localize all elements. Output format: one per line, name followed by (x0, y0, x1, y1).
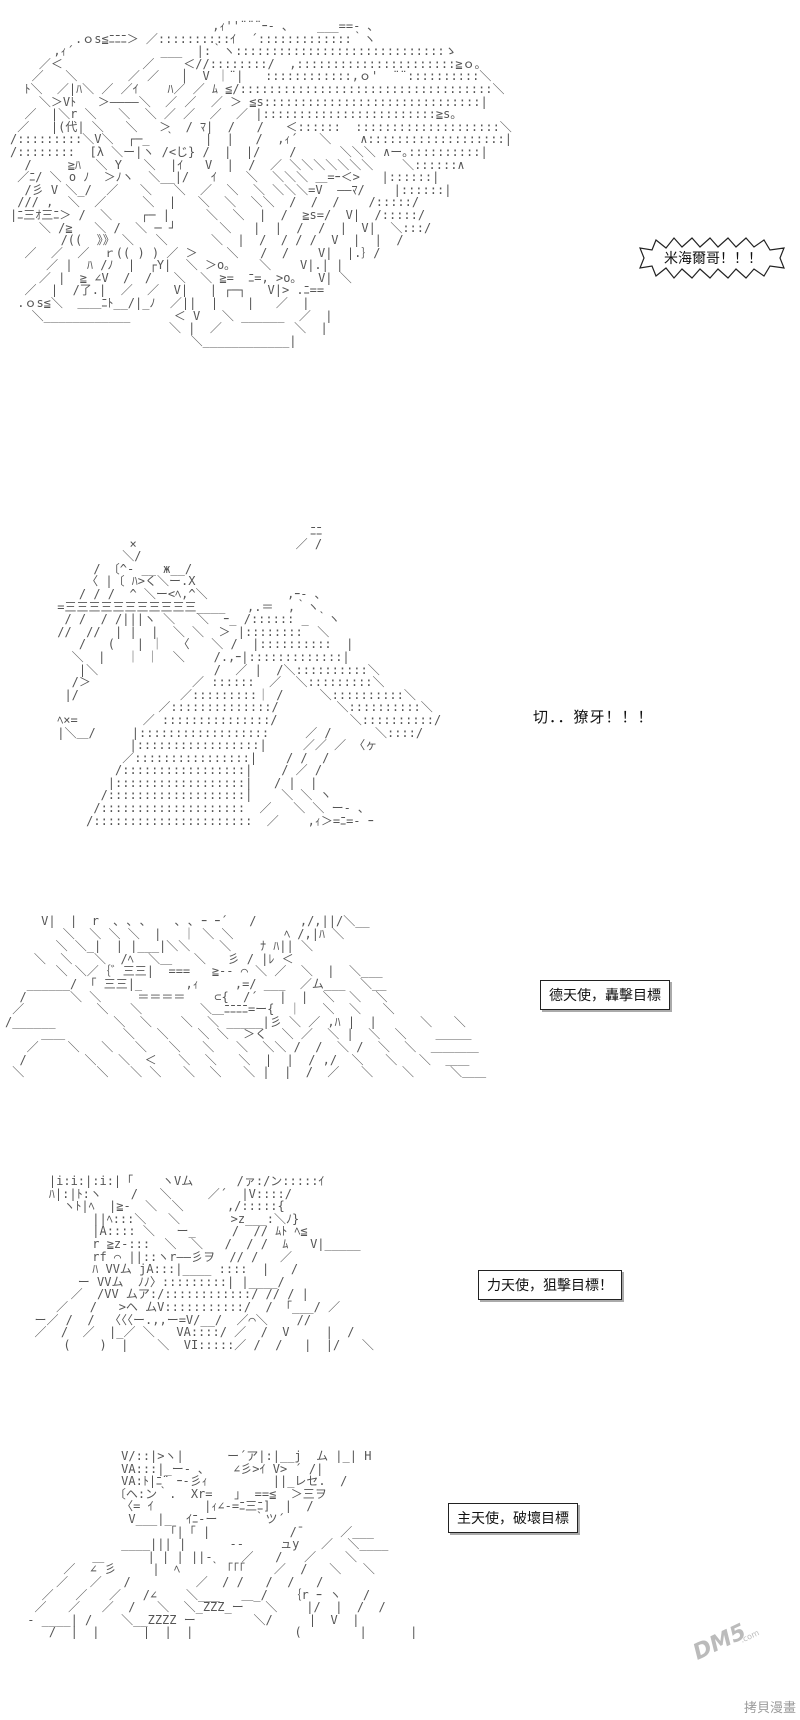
watermark: DM5 .com 拷貝漫畫 (686, 1619, 796, 1716)
spiky-bubble-outline (639, 237, 785, 279)
ascii-art-panel-4: |i:i:|:i:|「 ヽVム /ァ:/ン:::::ｲ ﾊ|:|ﾄ:ヽ / ＼ … (34, 1174, 374, 1352)
ascii-art-panel-1: ,ｨ''¨¨¨ｰ‐ ､ ___==- ､ .ｏs≦ﾆﾆﾆ＞ ／:::::::::… (10, 19, 512, 348)
watermark-site-name: 拷貝漫畫 (743, 1701, 796, 1716)
ascii-art-panel-3: V| | r ､ ､ ､ ､ ､ ｰ ｰ´ / ,/,||/＼__ ＼ ＼ ＼ … (5, 914, 487, 1080)
speech-bubble-text: 米海爾哥！！！ (664, 251, 762, 267)
caption-box-virtues: 德天使，轟擊目標 (540, 980, 670, 1010)
speech-bubble-spiky: 米海爾哥！！！ (638, 236, 788, 280)
ascii-art-panel-5: V/::|>ヽ| ー´ア|:|__j ム |_| H VA:::|_ー‐ ､ ∠… (27, 1449, 418, 1640)
caption-box-dominions: 主天使，破壞目標 (448, 1503, 578, 1533)
ascii-art-panel-2: ﾆﾆ × ／ / ＼/ / 〔^‐ __ ж__/ 〈 |〔 ﾊ>く＼ー.X /… (57, 524, 442, 828)
caption-box-powers: 力天使，狙擊目標！ (478, 1270, 622, 1300)
caption-fang: 切．．獠牙！！！ (533, 708, 654, 726)
